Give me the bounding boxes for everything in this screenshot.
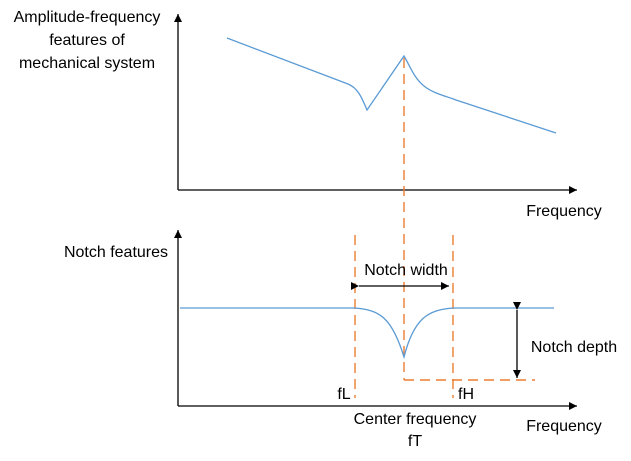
bottom-x-axis-label: Frequency (526, 418, 602, 435)
top-y-axis-label-line-1: Amplitude-frequency (14, 9, 161, 26)
top-y-axis-label-line-2: features of (49, 32, 125, 49)
f-low-label: fL (337, 386, 350, 403)
notch-filter-curve (180, 307, 554, 360)
center-frequency-symbol: fT (408, 433, 422, 450)
top-x-axis-label: Frequency (526, 203, 602, 220)
notch-width-label: Notch width (364, 262, 448, 279)
bottom-y-axis-label: Notch features (64, 244, 168, 261)
mechanical-response-curve (226, 37, 557, 134)
center-frequency-label: Center frequency (354, 411, 477, 428)
notch-depth-label: Notch depth (531, 339, 617, 356)
top-y-axis-label-line-3: mechanical system (19, 55, 155, 72)
f-high-label: fH (458, 386, 474, 403)
